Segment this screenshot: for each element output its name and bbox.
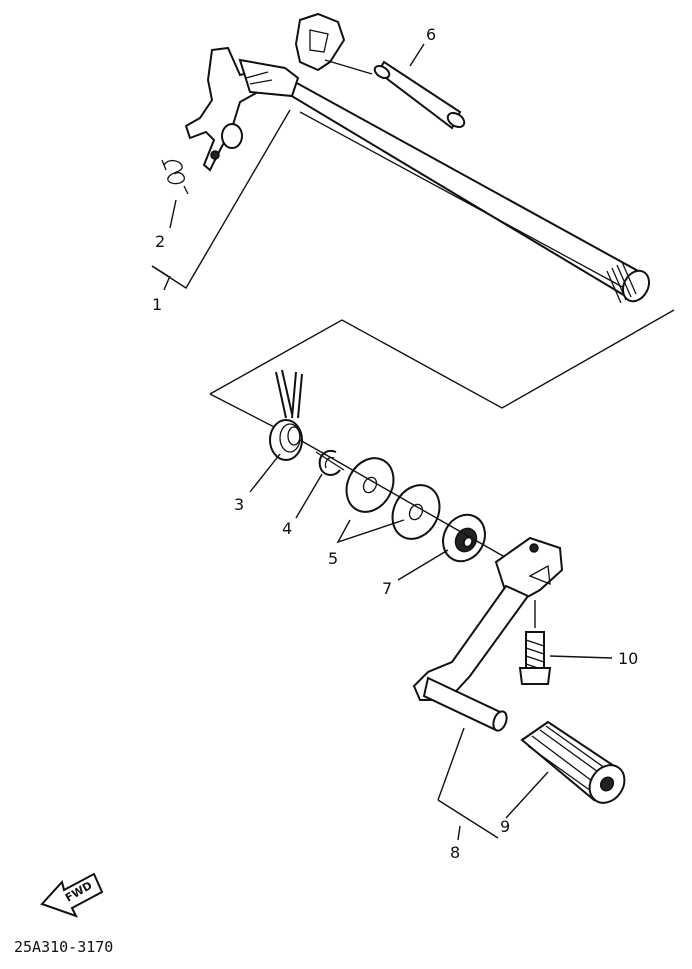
upper-leader-lines	[151, 43, 425, 291]
alignment-lines	[209, 309, 675, 431]
shift-shaft-assembly	[184, 12, 650, 304]
part-3-return-spring	[269, 369, 303, 461]
part-8-shift-pedal	[412, 536, 564, 732]
callout-2: 2	[155, 232, 165, 251]
callout-9: 9	[500, 817, 510, 836]
part-6-pin	[373, 60, 466, 130]
part-9-pedal-rubber	[520, 720, 626, 804]
part-2-spring	[161, 159, 189, 195]
callout-7: 7	[382, 579, 392, 598]
drawing-code: 25A310-3170	[14, 938, 113, 956]
callout-5: 5	[328, 549, 338, 568]
callout-8: 8	[450, 843, 460, 862]
fwd-arrow-icon: FWD	[40, 872, 104, 918]
callout-3: 3	[234, 495, 244, 514]
part-7-oil-seal	[442, 513, 486, 563]
callout-1: 1	[152, 295, 162, 314]
callout-10: 10	[618, 649, 638, 668]
shaft-spline-end	[606, 261, 650, 304]
callout-labels: 1 2 3 4 5 6 7 8 9 10	[152, 25, 638, 862]
part-5-washers	[345, 457, 441, 540]
callout-6: 6	[426, 25, 436, 44]
lower-leader-lines	[249, 453, 613, 841]
callout-4: 4	[282, 519, 292, 538]
part-4-circlip	[315, 450, 345, 476]
part-10-bolt	[518, 600, 552, 685]
